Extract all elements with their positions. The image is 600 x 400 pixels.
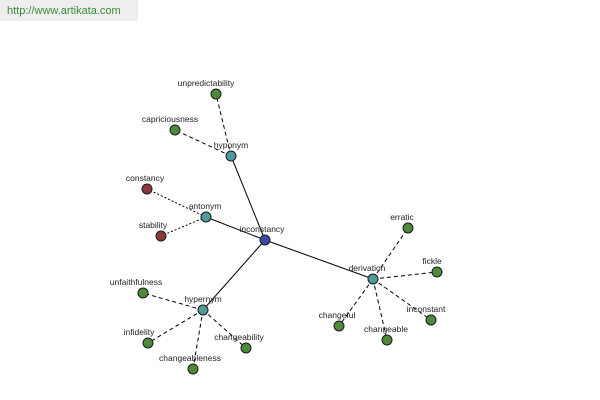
relation-node-antonym[interactable] [200, 211, 212, 223]
relation-node-derivation[interactable] [367, 273, 379, 285]
word-label-capriciousness[interactable]: capriciousness [142, 114, 198, 124]
url-bar: http://www.artikata.com [0, 0, 138, 21]
word-label-changeful[interactable]: changeful [319, 310, 356, 320]
word-node-fickle[interactable] [431, 266, 443, 278]
edge-hypernym-infidelity [147, 309, 204, 344]
word-label-fickle[interactable]: fickle [422, 256, 442, 266]
edge-hypernym-changeableness [192, 309, 204, 370]
word-label-infidelity[interactable]: infidelity [124, 327, 155, 337]
center-node-inconstancy[interactable] [259, 234, 271, 246]
edge-derivation-erratic [372, 227, 409, 280]
graph-labels: unpredictability capriciousness hyponym con… [110, 78, 446, 363]
relation-label-derivation[interactable]: derivation [349, 263, 386, 273]
relation-node-hypernym[interactable] [197, 304, 209, 316]
word-node-stability[interactable] [155, 230, 167, 242]
word-node-capriciousness[interactable] [169, 124, 181, 136]
word-node-changeableness[interactable] [187, 363, 199, 375]
edge-hypernym-unfaithfulness [142, 292, 204, 311]
word-node-unfaithfulness[interactable] [137, 287, 149, 299]
word-label-stability[interactable]: stability [139, 220, 168, 230]
edge-derivation-fickle [372, 271, 438, 280]
edge-hyponym-unpredictability [215, 93, 232, 157]
edge-center-hyponym [230, 155, 266, 241]
word-node-changeable[interactable] [381, 334, 393, 346]
word-label-constancy[interactable]: constancy [126, 173, 165, 183]
word-label-changeable[interactable]: changeable [364, 324, 408, 334]
edge-hyponym-capriciousness [174, 129, 232, 157]
edge-hypernym-changeability [202, 309, 247, 349]
edge-center-hypernym [202, 239, 266, 311]
word-label-unfaithfulness[interactable]: unfaithfulness [110, 277, 162, 287]
word-label-inconstant[interactable]: inconstant [407, 304, 446, 314]
edge-derivation-changeable [372, 278, 388, 341]
word-node-erratic[interactable] [402, 222, 414, 234]
graph-nodes [137, 88, 443, 375]
word-node-unpredictability[interactable] [210, 88, 222, 100]
word-node-inconstant[interactable] [425, 314, 437, 326]
edge-antonym-constancy [146, 188, 207, 218]
relation-node-hyponym[interactable] [225, 150, 237, 162]
word-node-changeability[interactable] [240, 342, 252, 354]
word-node-constancy[interactable] [141, 183, 153, 195]
relation-label-hypernym[interactable]: hypernym [184, 294, 221, 304]
word-label-unpredictability[interactable]: unpredictability [178, 78, 235, 88]
word-label-changeableness[interactable]: changeableness [159, 353, 221, 363]
graph-edges [142, 93, 438, 370]
relation-label-antonym[interactable]: antonym [189, 201, 222, 211]
word-node-changeful[interactable] [333, 320, 345, 332]
site-url-link[interactable]: http://www.artikata.com [7, 5, 121, 17]
edge-antonym-stability [160, 216, 207, 237]
center-label-inconstancy[interactable]: inconstancy [240, 224, 286, 234]
relation-label-hyponym[interactable]: hyponym [214, 140, 249, 150]
word-label-erratic[interactable]: erratic [390, 212, 414, 222]
word-label-changeability[interactable]: changeability [214, 332, 264, 342]
word-node-infidelity[interactable] [142, 337, 154, 349]
edge-center-antonym [205, 216, 266, 241]
edge-derivation-inconstant [372, 278, 432, 321]
edge-center-derivation [264, 239, 374, 280]
edge-derivation-changeful [338, 278, 374, 327]
